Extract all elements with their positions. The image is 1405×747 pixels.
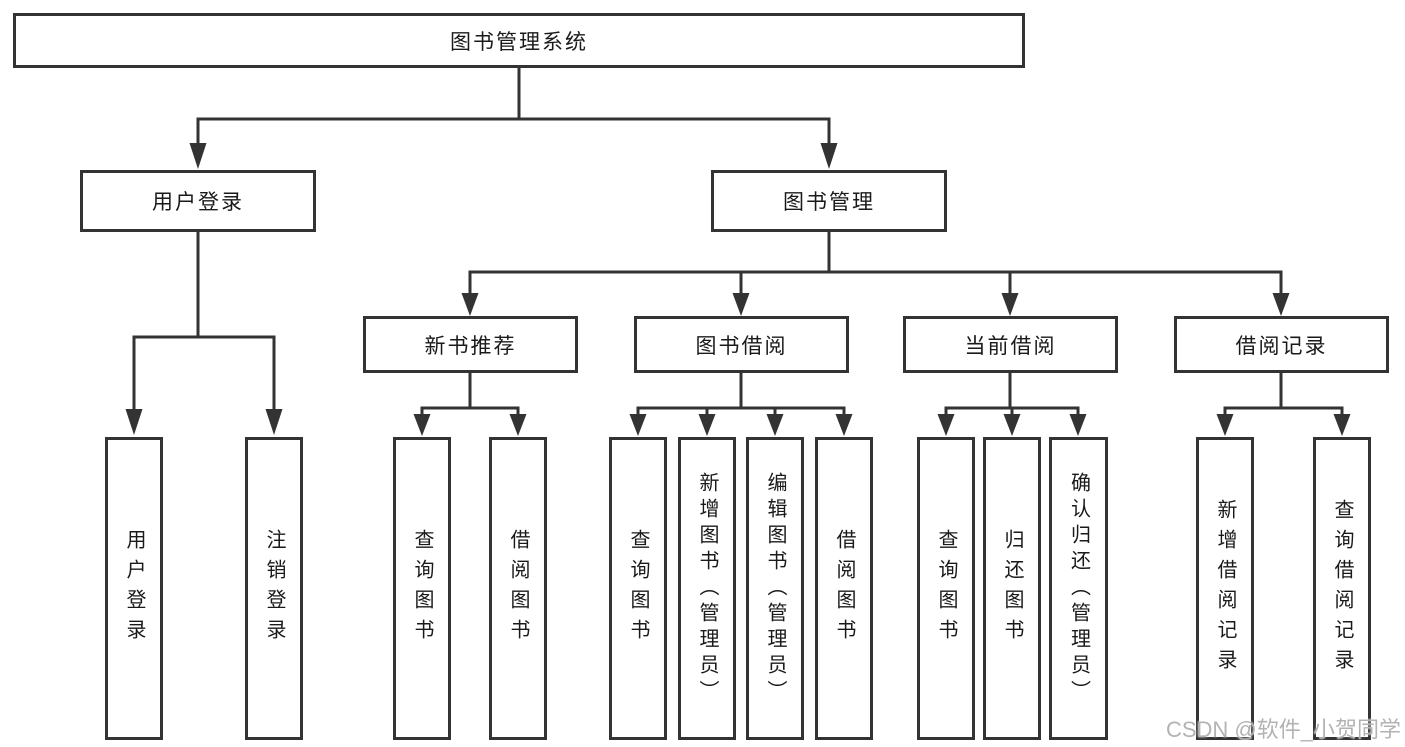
node-book-borrowing: 图书借阅 xyxy=(634,316,849,373)
node-label: 确认归还（管理员） xyxy=(1067,471,1090,706)
csdn-watermark: CSDN @软件_小贺同学 xyxy=(1165,717,1401,742)
node-label: 用户登录 xyxy=(123,528,145,649)
node-new-book-recommendation: 新书推荐 xyxy=(363,316,578,373)
node-label: 查询图书 xyxy=(411,528,433,649)
node-label: 查询图书 xyxy=(627,528,649,649)
node-label: 当前借阅 xyxy=(964,334,1057,358)
node-label: 查询图书 xyxy=(935,528,957,649)
node-label: 注销登录 xyxy=(263,528,285,649)
node-label: 新增借阅记录 xyxy=(1214,498,1236,679)
node-leaf-query-book-3: 查询图书 xyxy=(917,437,975,740)
node-leaf-confirm-return-admin: 确认归还（管理员） xyxy=(1049,437,1108,740)
node-user-login-branch: 用户登录 xyxy=(80,170,316,232)
node-label: 归还图书 xyxy=(1001,528,1023,649)
node-label: 图书借阅 xyxy=(695,334,788,358)
node-label: 借阅图书 xyxy=(507,528,529,649)
node-label: 借阅图书 xyxy=(833,528,855,649)
node-borrowing-records: 借阅记录 xyxy=(1174,316,1389,373)
node-leaf-add-book-admin: 新增图书（管理员） xyxy=(678,437,736,740)
node-label: 图书管理系统 xyxy=(450,30,588,54)
node-label: 查询借阅记录 xyxy=(1331,498,1353,679)
node-label: 新增图书（管理员） xyxy=(696,471,718,706)
arrowheads xyxy=(125,143,1351,436)
node-leaf-return-book: 归还图书 xyxy=(983,437,1041,740)
node-library-management-system: 图书管理系统 xyxy=(13,13,1025,68)
node-leaf-borrow-book-1: 借阅图书 xyxy=(489,437,547,740)
node-leaf-edit-book-admin: 编辑图书（管理员） xyxy=(746,437,804,740)
node-label: 编辑图书（管理员） xyxy=(764,471,786,706)
node-leaf-query-borrow-record: 查询借阅记录 xyxy=(1313,437,1371,740)
node-leaf-query-book-2: 查询图书 xyxy=(609,437,667,740)
node-label: 用户登录 xyxy=(152,191,244,214)
node-leaf-user-login: 用户登录 xyxy=(105,437,163,740)
node-label: 新书推荐 xyxy=(424,334,517,358)
node-leaf-query-book-1: 查询图书 xyxy=(393,437,451,740)
node-label: 图书管理 xyxy=(783,191,875,214)
node-current-borrowing: 当前借阅 xyxy=(903,316,1118,373)
node-book-management-branch: 图书管理 xyxy=(711,170,947,232)
node-label: 借阅记录 xyxy=(1235,334,1328,358)
node-leaf-logout: 注销登录 xyxy=(245,437,303,740)
node-leaf-add-borrow-record: 新增借阅记录 xyxy=(1196,437,1254,740)
node-leaf-borrow-book-2: 借阅图书 xyxy=(815,437,873,740)
